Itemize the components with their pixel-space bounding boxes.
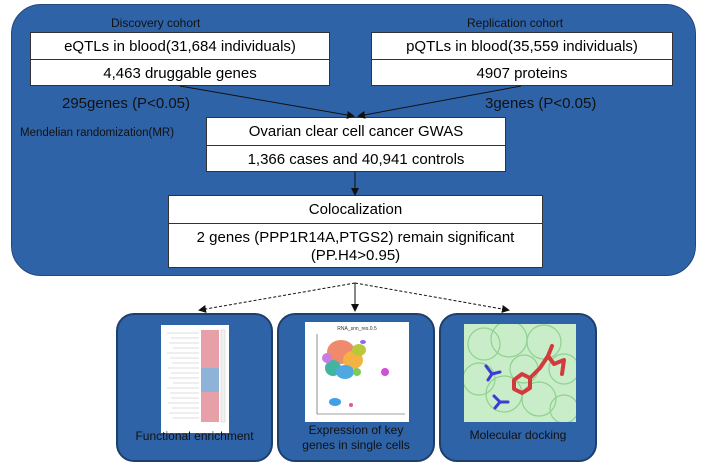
cases-controls-text: 1,366 cases and 40,941 controls	[247, 150, 465, 168]
single-cell-panel: RNA_snn_res.0.5 Expression of key genes …	[277, 313, 435, 462]
arrow-to-docking	[354, 282, 510, 313]
enrichment-heatmap-icon	[161, 325, 229, 433]
molecule-structure-icon	[464, 324, 576, 422]
single-cell-caption-line1: Expression of key	[308, 423, 404, 437]
replication-pqtl-text: pQTLs in blood(35,559 individuals)	[406, 37, 638, 55]
divider	[372, 59, 672, 60]
mr-label: Mendelian randomization(MR)	[20, 127, 175, 139]
functional-enrichment-caption: Functional enrichment	[135, 429, 254, 443]
discovery-box: eQTLs in blood(31,684 individuals) 4,463…	[30, 32, 330, 86]
colocalization-genes-text: 2 genes (PPP1R14A,PTGS2) remain signific…	[196, 228, 515, 246]
divider	[169, 223, 542, 224]
functional-enrichment-panel: Functional enrichment	[116, 313, 273, 462]
molecular-docking-panel: Molecular docking	[439, 313, 597, 462]
replication-cohort-label: Replication cohort	[467, 16, 564, 30]
mr-box: Ovarian clear cell cancer GWAS 1,366 cas…	[206, 117, 506, 172]
umap-plot-icon: RNA_snn_res.0.5	[305, 322, 409, 422]
single-cell-caption-line2: genes in single cells	[302, 438, 410, 452]
discovery-genes-text: 4,463 druggable genes	[103, 64, 257, 82]
colocalization-title: Colocalization	[308, 201, 403, 218]
discovery-eqtl-text: eQTLs in blood(31,684 individuals)	[64, 37, 296, 55]
discovery-cohort-label: Discovery cohort	[111, 16, 201, 30]
molecular-docking-caption: Molecular docking	[469, 428, 567, 442]
divider	[31, 59, 329, 60]
gwas-text: Ovarian clear cell cancer GWAS	[248, 123, 464, 140]
colocalization-threshold-text: (PP.H4>0.95)	[310, 246, 401, 264]
colocalization-box: Colocalization 2 genes (PPP1R14A,PTGS2) …	[168, 195, 543, 268]
discovery-result-label: 295genes (P<0.05)	[62, 95, 191, 112]
replication-proteins-text: 4907 proteins	[476, 64, 568, 82]
divider	[207, 145, 505, 146]
replication-box: pQTLs in blood(35,559 individuals) 4907 …	[371, 32, 673, 86]
arrow-to-enrichment	[198, 282, 356, 313]
replication-result-label: 3genes (P<0.05)	[485, 95, 597, 112]
umap-title: RNA_snn_res.0.5	[337, 326, 377, 332]
